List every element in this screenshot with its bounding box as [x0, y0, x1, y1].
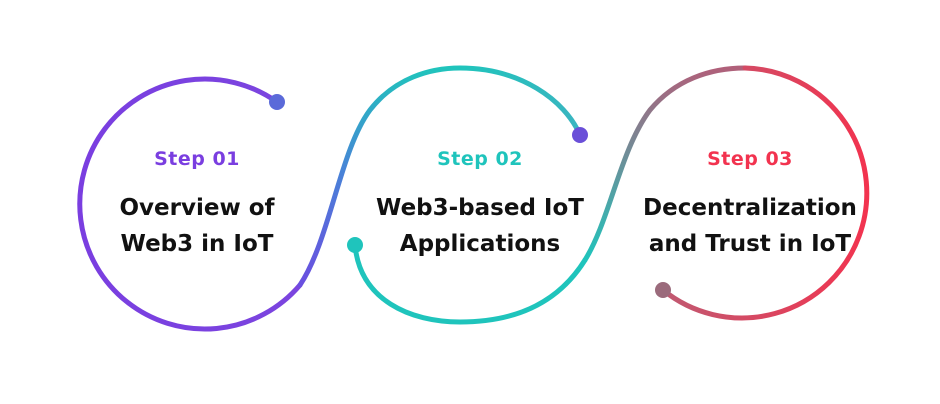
- step-1: Step 01 Overview of Web3 in IoT: [97, 148, 297, 262]
- arc-step-2-top: [457, 65, 583, 138]
- step-2-title: Web3-based IoT Applications: [365, 190, 595, 262]
- connector-1-2: [297, 65, 463, 288]
- dot-start-step-2: [347, 237, 363, 253]
- step-3-title-line-1: Decentralization: [643, 195, 857, 221]
- step-1-title-line-1: Overview of: [119, 195, 275, 221]
- step-3: Step 03 Decentralization and Trust in Io…: [625, 148, 875, 262]
- step-2-title-line-2: Applications: [399, 231, 561, 257]
- dot-end-step-2: [572, 127, 588, 143]
- step-1-title-line-2: Web3 in IoT: [120, 231, 274, 257]
- step-3-title: Decentralization and Trust in IoT: [625, 190, 875, 262]
- step-1-title: Overview of Web3 in IoT: [97, 190, 297, 262]
- arc-step-1: [77, 76, 303, 332]
- step-2-title-line-1: Web3-based IoT: [376, 195, 584, 221]
- arc-step-2-bottom: [352, 242, 588, 325]
- arc-step-3: [660, 65, 870, 321]
- step-3-label: Step 03: [707, 148, 793, 170]
- step-2: Step 02 Web3-based IoT Applications: [365, 148, 595, 262]
- dot-end-step-3: [655, 282, 671, 298]
- step-3-title-line-2: and Trust in IoT: [648, 231, 852, 257]
- dot-start-step-1: [269, 94, 285, 110]
- connector-2-3: [582, 65, 748, 263]
- step-2-label: Step 02: [437, 148, 523, 170]
- step-1-label: Step 01: [154, 148, 240, 170]
